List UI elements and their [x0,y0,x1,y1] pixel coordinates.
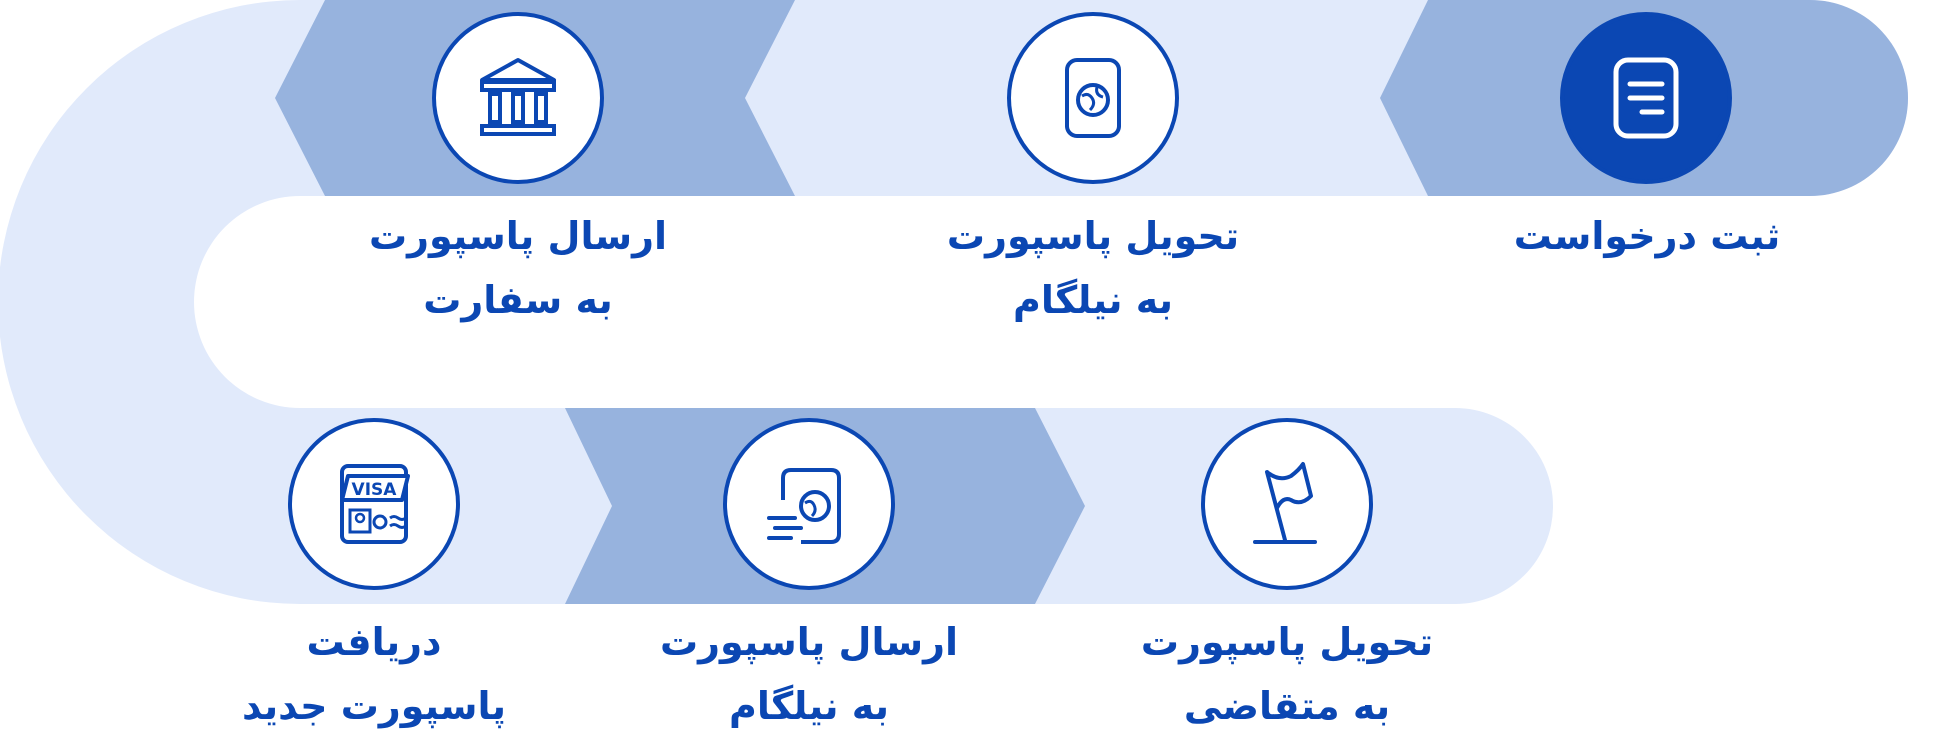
step-5-circle [723,418,895,590]
step-3-label: ارسال پاسپورت به سفارت [348,204,688,332]
step-3-circle [432,12,604,184]
step-2-label: تحویل پاسپورت به نیلگام [923,204,1263,332]
step-1-circle [1560,12,1732,184]
step-3-line-2: به سفارت [423,278,613,322]
step-6-line-1: دریافت [306,620,442,664]
embassy-building-icon [480,58,556,136]
step-4-line-2: به متقاضی [1183,684,1391,728]
step-1-label: ثبت درخواست [1477,204,1817,268]
step-2-line-1: تحویل پاسپورت [946,214,1240,258]
step-5-line-2: به نیلگام [728,684,890,728]
passport-sending-icon [767,468,841,544]
visa-card-icon: VISA [340,464,410,544]
step-4-line-1: تحویل پاسپورت [1140,620,1434,664]
step-6-label: دریافت پاسپورت جدید [204,610,544,738]
step-5-label: ارسال پاسپورت به نیلگام [639,610,979,738]
step-3-line-1: ارسال پاسپورت [368,214,668,258]
step-1-line-1: ثبت درخواست [1513,214,1781,258]
passport-icon [1065,58,1121,138]
step-2-line-2: به نیلگام [1012,278,1174,322]
step-6-circle: VISA [288,418,460,590]
flag-icon [1253,462,1317,544]
step-4-circle [1201,418,1373,590]
request-form-icon [1613,57,1679,139]
step-2-circle [1007,12,1179,184]
step-6-line-2: پاسپورت جدید [241,684,507,728]
step-4-label: تحویل پاسپورت به متقاضی [1117,610,1457,738]
step-5-line-1: ارسال پاسپورت [659,620,959,664]
svg-text:VISA: VISA [352,480,398,500]
